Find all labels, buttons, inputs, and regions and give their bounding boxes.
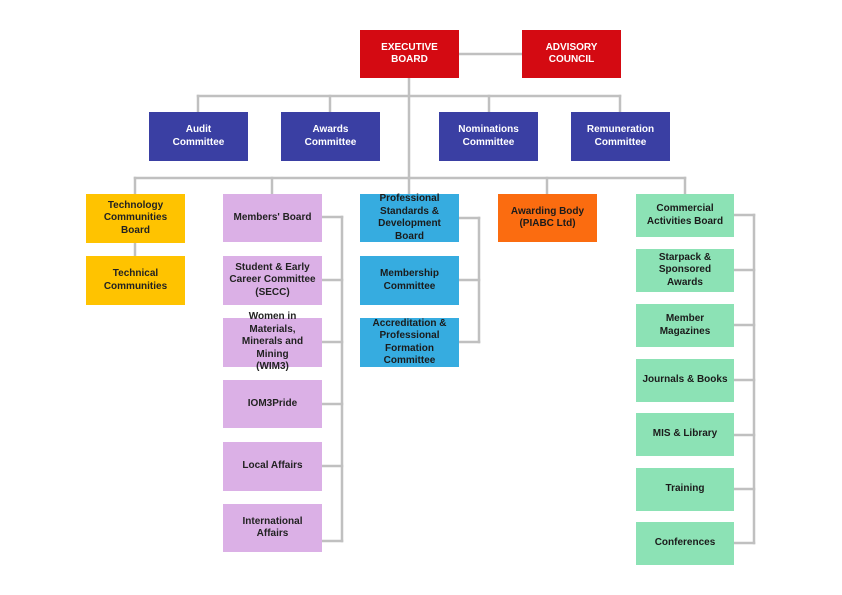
international-affairs-box: International Affairs [223,504,322,552]
journals-books-box: Journals & Books [636,359,734,402]
accreditation-committee-box: Accreditation & Professional Formation C… [360,318,459,367]
mis-library-box: MIS & Library [636,413,734,456]
professional-standards-board-box: Professional Standards & Development Boa… [360,193,459,242]
starpack-awards-box: Starpack & Sponsored Awards [636,249,734,292]
conferences-box: Conferences [636,522,734,565]
remuneration-committee-box: Remuneration Committee [571,112,670,161]
local-affairs-box: Local Affairs [223,442,322,491]
awards-committee-box: Awards Committee [281,112,380,161]
advisory-council-box: ADVISORY COUNCIL [522,30,621,78]
technical-communities-box: Technical Communities [86,256,185,305]
commercial-activities-board-box: Commercial Activities Board [636,194,734,237]
wim3-box: Women in Materials, Minerals and Mining … [223,311,322,372]
nominations-committee-box: Nominations Committee [439,112,538,161]
training-box: Training [636,468,734,511]
members-board-box: Members' Board [223,194,322,242]
membership-committee-box: Membership Committee [360,256,459,305]
audit-committee-box: Audit Committee [149,112,248,161]
awarding-body-box: Awarding Body (PIABC Ltd) [498,194,597,242]
member-magazines-box: Member Magazines [636,304,734,347]
secc-box: Student & Early Career Committee (SECC) [223,256,322,305]
iom3pride-box: IOM3Pride [223,380,322,428]
technology-communities-board-box: Technology Communities Board [86,194,185,243]
executive-board-box: EXECUTIVE BOARD [360,30,459,78]
